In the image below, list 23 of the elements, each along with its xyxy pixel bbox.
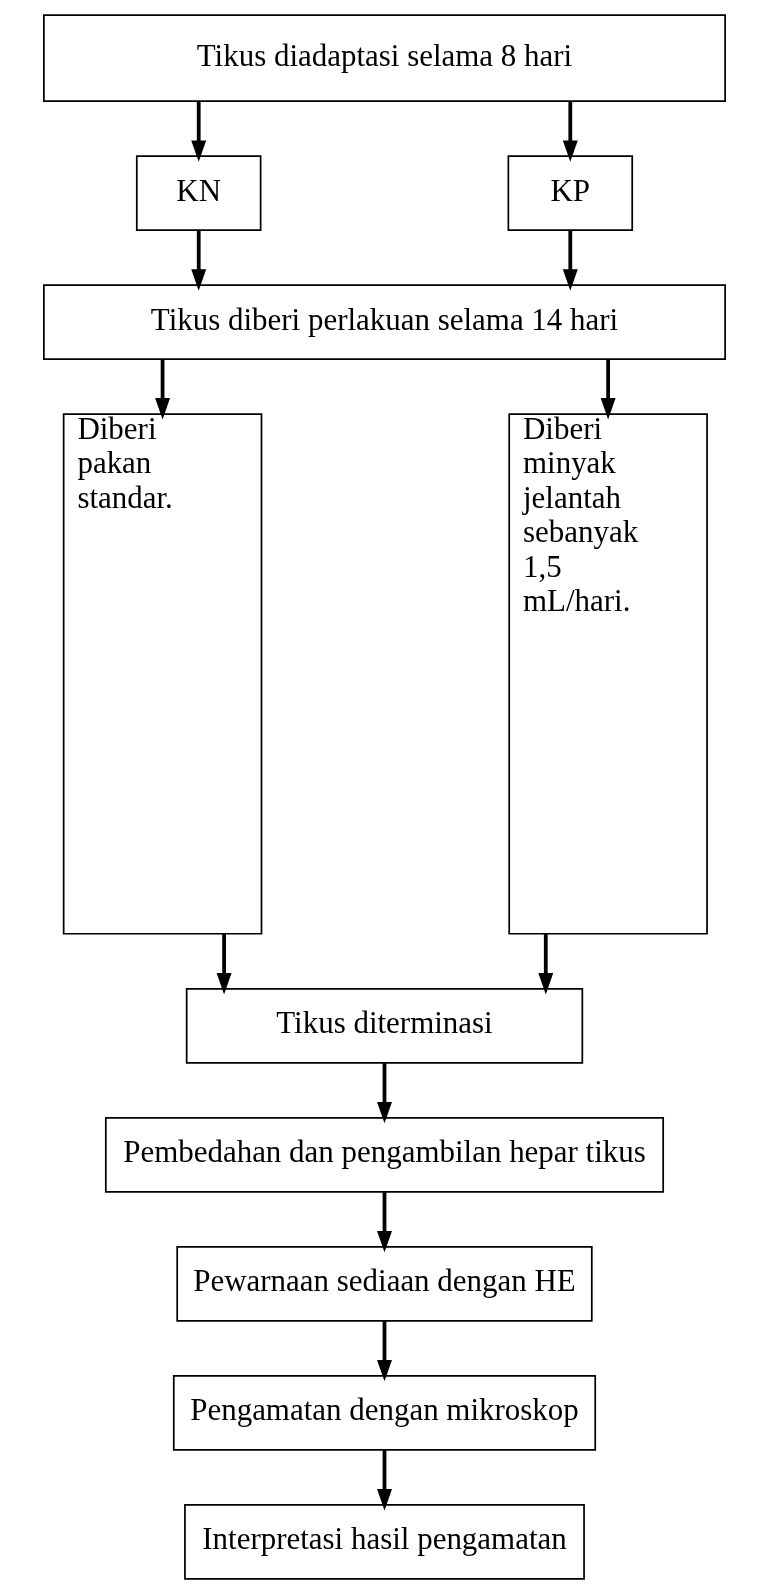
node-box: Tikus diterminasi bbox=[185, 987, 583, 1064]
node-box: KN bbox=[135, 155, 261, 231]
arrow bbox=[562, 230, 578, 291]
arrow bbox=[376, 1321, 392, 1382]
arrow bbox=[190, 230, 206, 291]
node-box: Pewarnaan sediaan dengan HE bbox=[175, 1246, 593, 1322]
arrow bbox=[600, 359, 616, 420]
node-box: Diberi minyak jelantah sebanyak 1,5 mL/hari. bbox=[507, 413, 708, 935]
node-box: Tikus diberi perlakuan selama 14 hari bbox=[42, 284, 726, 361]
node-box: Tikus diadaptasi selama 8 hari bbox=[42, 14, 726, 102]
arrow bbox=[376, 1192, 392, 1253]
node-box: KP bbox=[507, 155, 633, 231]
arrow bbox=[562, 101, 578, 162]
arrow bbox=[216, 933, 232, 995]
arrow bbox=[537, 933, 553, 995]
node-box: Pembedahan dan pengambilan hepar tikus bbox=[104, 1117, 664, 1193]
arrow bbox=[190, 101, 206, 162]
node-box: Diberi pakan standar. bbox=[62, 413, 262, 935]
node-box: Interpretasi hasil pengamatan bbox=[183, 1504, 585, 1580]
arrow bbox=[376, 1063, 392, 1124]
arrow bbox=[154, 359, 170, 420]
arrow bbox=[376, 1450, 392, 1511]
node-box: Pengamatan dengan mikroskop bbox=[172, 1375, 596, 1451]
